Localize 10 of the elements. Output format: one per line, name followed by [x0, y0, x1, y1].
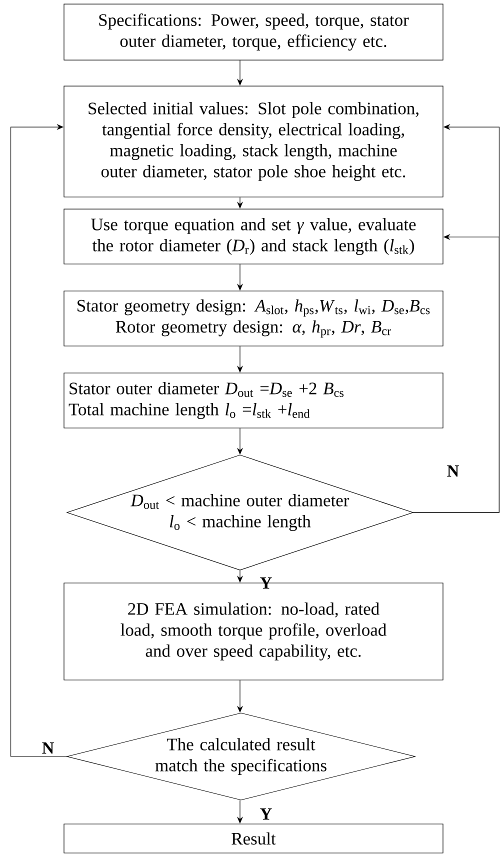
process-box: Selected initial values: Slot pole combination, tangential force density, electrical loading, magnetic loading, stack length, machine outer diameter, stator pole shoe height etc. — [64, 86, 444, 198]
process-box: Result — [64, 824, 444, 854]
process-box: Use torque equation and set γ value, evaluate the rotor diameter (D$_{r}$) and stack length (l$_{stk}$) — [64, 208, 444, 264]
edge-label: Y — [260, 808, 272, 820]
edge-label: N — [447, 465, 459, 477]
process-box: Stator geometry design: A$_{slot}$, h$_{ps}$,W$_{ts}$, l$_{wi}$, D$_{se}$,B$_{cs}$ Rotor geometry design: α, h$_{pr}$, Dr, B$_{cr}$ — [64, 290, 444, 346]
arrow — [10, 124, 68, 757]
edge-label: N — [42, 742, 54, 754]
process-box: Specifications: Power, speed, torque, stator outer diameter, torque, efficiency etc. — [64, 4, 444, 60]
process-box: Stator outer diameter D$_{out}$ =D$_{se}$ +2 B$_{cs}$ Total machine length l$_{o}$ =l$_{stk}$ +l$_{end}$ — [64, 372, 444, 428]
